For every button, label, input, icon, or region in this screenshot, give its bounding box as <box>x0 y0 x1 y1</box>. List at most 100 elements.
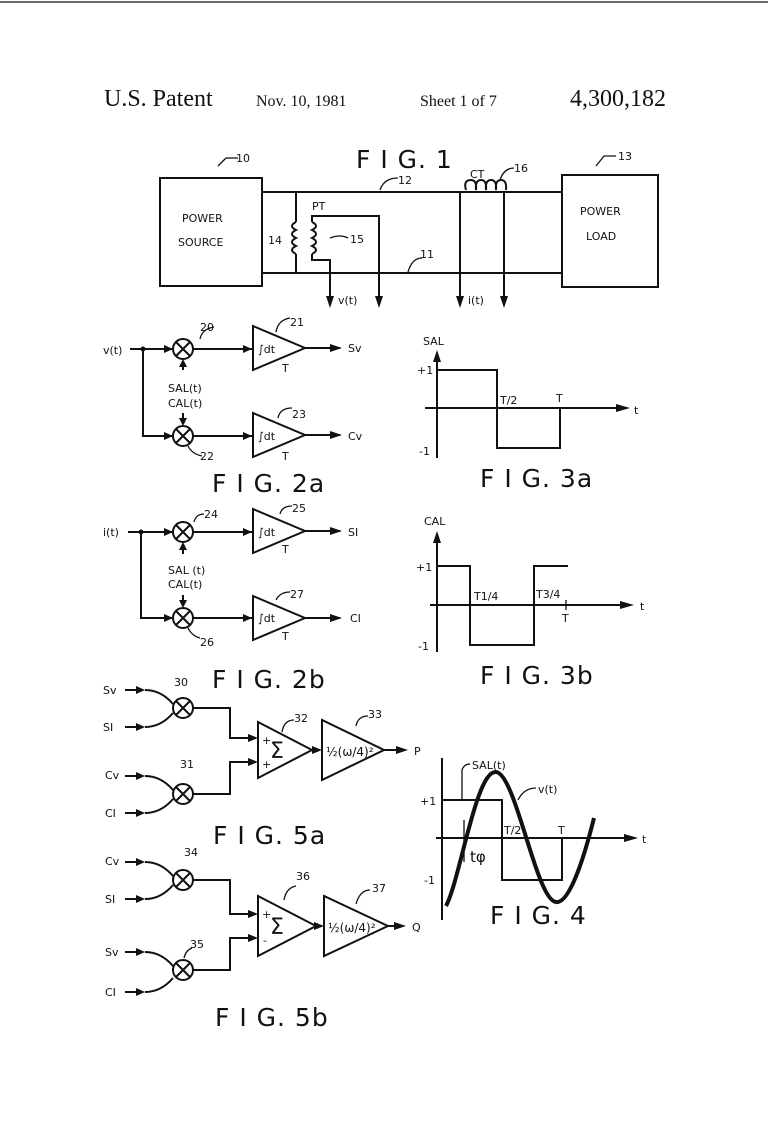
fig3b-full-period: T <box>561 612 569 625</box>
v-output-label: v(t) <box>338 294 357 307</box>
ref-10: 10 <box>236 152 250 165</box>
ref-30: 30 <box>174 676 188 689</box>
integrator-25-symbol: ∫dt <box>258 526 276 539</box>
fig5b-input-cv: Cv <box>105 855 120 868</box>
fig5a-diagram: Sv SI Cv CI 30 31 + + Σ 32 <box>103 676 421 850</box>
ref-21: 21 <box>290 316 304 329</box>
multiplier-24 <box>172 521 194 543</box>
sheet-number: Sheet 1 of 7 <box>420 93 497 110</box>
fig2a-output-sv: Sv <box>348 342 362 355</box>
fig2a-input-label: v(t) <box>103 344 122 357</box>
fig3a-caption: F I G. 3a <box>480 464 593 493</box>
fig2a-sal-label: SAL(t) <box>168 382 202 395</box>
fig3a-minus-one: -1 <box>419 445 430 458</box>
ref-16: 16 <box>514 162 528 175</box>
fig5b-input-sv: Sv <box>105 946 119 959</box>
ref-37: 37 <box>372 882 386 895</box>
patent-title: U.S. Patent <box>104 86 213 112</box>
fig4-xlabel: t <box>642 833 647 846</box>
fig3a-full-period: T <box>555 392 563 405</box>
fig5a-output-p: P <box>414 745 421 758</box>
fig5a-caption: F I G. 5a <box>213 821 326 850</box>
integrator-23-period: T <box>281 450 289 463</box>
integrator-27-symbol: ∫dt <box>258 612 276 625</box>
ref-23: 23 <box>292 408 306 421</box>
multiplier-20 <box>172 338 194 360</box>
power-load-label-line2: LOAD <box>586 230 616 243</box>
fig3a-ylabel: SAL <box>423 335 445 348</box>
integrator-25: ∫dt <box>252 507 308 555</box>
fig4-minus-one: -1 <box>424 874 435 887</box>
fig3a-plus-one: +1 <box>417 364 433 377</box>
gain-37: ½(ω/4)² <box>323 894 391 958</box>
fig3b-caption: F I G. 3b <box>480 661 594 690</box>
fig2b-input-label: i(t) <box>103 526 119 539</box>
integrator-21-symbol: ∫dt <box>258 343 276 356</box>
fig4-voltage-waveform <box>444 770 596 907</box>
ref-34: 34 <box>184 846 198 859</box>
fig3a-half-period: T/2 <box>499 394 517 407</box>
fig2a-caption: F I G. 2a <box>212 469 325 498</box>
fig4-phase-label: tφ <box>470 848 486 866</box>
multiplier-35 <box>172 959 194 981</box>
summer-36-sign-bot: - <box>263 934 267 947</box>
fig3a-xlabel: t <box>634 404 639 417</box>
fig3a-sal-waveform <box>437 369 561 449</box>
fig3b-xlabel: t <box>640 600 645 613</box>
pt-label: PT <box>312 200 326 213</box>
fig2b-output-si: SI <box>348 526 358 539</box>
multiplier-34 <box>172 869 194 891</box>
fig3b-quarter-period: T1/4 <box>473 590 498 603</box>
fig3b-ylabel: CAL <box>424 515 446 528</box>
fig4-plus-one: +1 <box>420 795 436 808</box>
ref-11: 11 <box>420 248 434 261</box>
fig2b-cal-label: CAL(t) <box>168 578 202 591</box>
ct-coil <box>464 178 508 191</box>
multiplier-26 <box>172 607 194 629</box>
ref-36: 36 <box>296 870 310 883</box>
integrator-21-period: T <box>281 362 289 375</box>
gain-33: ½(ω/4)² <box>321 718 387 782</box>
integrator-23: ∫dt <box>252 411 308 459</box>
ref-33: 33 <box>368 708 382 721</box>
integrator-21: ∫dt <box>252 324 308 372</box>
fig4-caption: F I G. 4 <box>490 901 587 930</box>
summer-32-sign-bot: + <box>262 758 271 771</box>
ref-15: 15 <box>350 233 364 246</box>
integrator-27: ∫dt <box>252 594 308 642</box>
fig2b-output-ci: CI <box>350 612 361 625</box>
integrator-27-period: T <box>281 630 289 643</box>
multiplier-22 <box>172 425 194 447</box>
summer-32: + + Σ <box>257 720 315 780</box>
fig3b-cal-waveform <box>437 565 568 646</box>
fig2a-output-cv: Cv <box>348 430 363 443</box>
fig4-chart: t +1 -1 tφ T/2 T SAL(t) v(t) F I G. 4 <box>420 758 647 930</box>
multiplier-31 <box>172 783 194 805</box>
patent-date: Nov. 10, 1981 <box>256 93 347 110</box>
fig4-sal-waveform <box>442 799 563 881</box>
multiplier-30 <box>172 697 194 719</box>
fig5a-input-sv: Sv <box>103 684 117 697</box>
fig3b-minus-one: -1 <box>418 640 429 653</box>
power-load-box <box>561 174 659 288</box>
patent-number: 4,300,182 <box>570 86 666 112</box>
integrator-23-symbol: ∫dt <box>258 430 276 443</box>
ref-25: 25 <box>292 502 306 515</box>
fig4-full-period: T <box>557 824 565 837</box>
fig5b-input-ci: CI <box>105 986 116 999</box>
fig2a-diagram: v(t) 20 22 SAL(t) CAL(t) ∫dt 21 <box>103 316 363 498</box>
integrator-25-period: T <box>281 543 289 556</box>
ref-12: 12 <box>398 174 412 187</box>
summer-36-sign-top: + <box>262 908 271 921</box>
fig4-sal-label: SAL(t) <box>472 759 506 772</box>
ct-label: CT <box>470 168 485 181</box>
fig5a-input-ci: CI <box>105 807 116 820</box>
ref-31: 31 <box>180 758 194 771</box>
summer-36: + - Σ <box>257 894 319 958</box>
fig2b-caption: F I G. 2b <box>212 665 326 694</box>
ref-20: 20 <box>200 321 214 334</box>
power-load-label-line1: POWER <box>580 205 621 218</box>
fig4-half-period: T/2 <box>503 824 521 837</box>
fig3b-three-quarter-period: T3/4 <box>535 588 560 601</box>
